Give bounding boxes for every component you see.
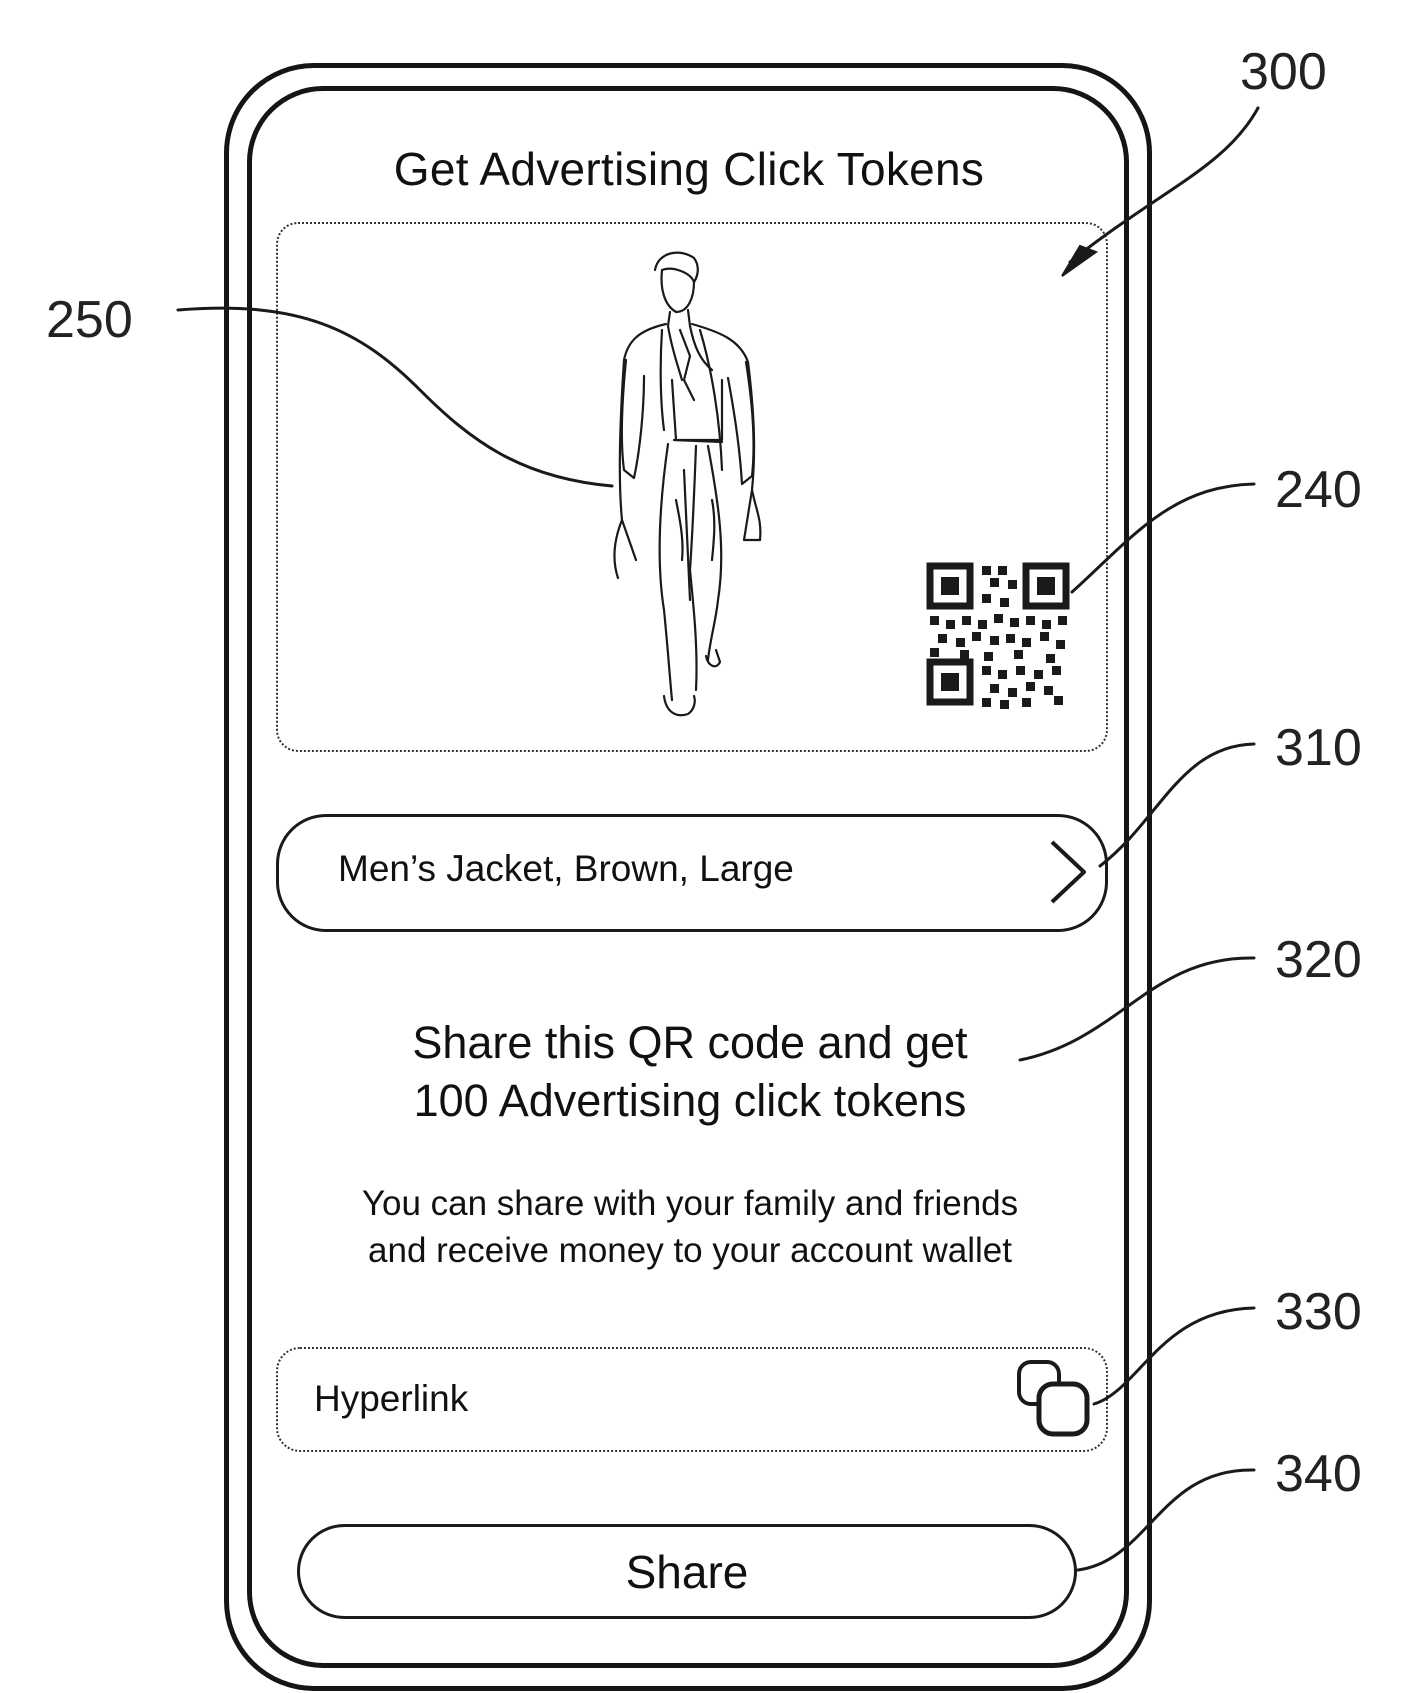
arrowhead-300 (1062, 246, 1096, 276)
leader-line-240 (1072, 484, 1254, 592)
leader-line-310 (1100, 744, 1254, 866)
leader-line-300 (1070, 108, 1258, 262)
leader-line-330 (1094, 1308, 1254, 1404)
leader-line-340 (1078, 1470, 1254, 1570)
leader-line-320 (1020, 958, 1254, 1060)
leader-line-250 (178, 308, 612, 486)
